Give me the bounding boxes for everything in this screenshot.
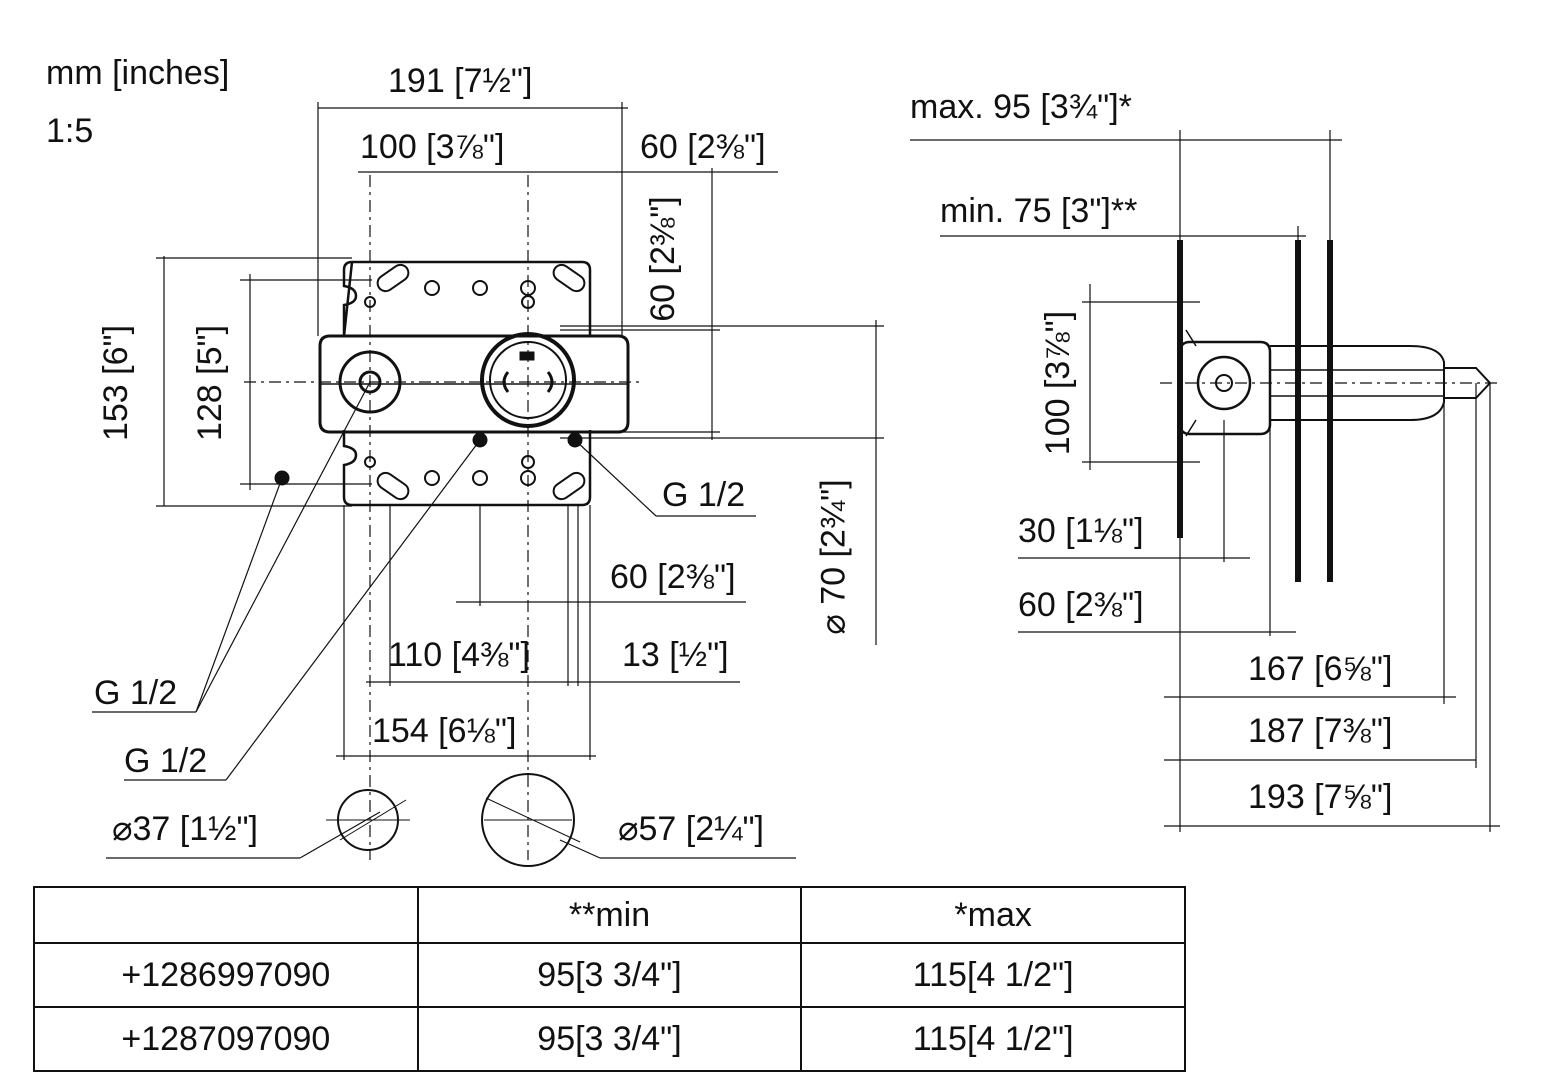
dim-side-167: 167 [6⅝"] — [1248, 650, 1393, 688]
dim-side-60-in: 2⅜" — [1074, 586, 1135, 624]
dim-side-30-in: 1⅛" — [1074, 512, 1135, 550]
dim-side-193-in: 7⅝" — [1323, 778, 1383, 816]
dim-154-mm: 154 — [372, 712, 429, 750]
dim-191: 191 [7½"] — [388, 62, 533, 100]
dim-side-187-mm: 187 — [1248, 712, 1305, 750]
dim-side-187: 187 [7⅜"] — [1248, 712, 1393, 750]
dim-60-vertical: 60 [2⅜"] — [643, 196, 682, 322]
dim-110-in: 4⅜" — [461, 636, 521, 674]
mounting-plate — [342, 260, 592, 507]
table-cell-max: 115[4 1/2"] — [800, 942, 1186, 1008]
table-cell-article: +1287097090 — [33, 1006, 419, 1072]
table-header-cell: **min — [416, 886, 803, 944]
scale-label: 1:5 — [46, 112, 94, 150]
table-cell-min: 95[3 3/4"] — [416, 942, 803, 1008]
dim-side-100-mm: 100 — [1039, 398, 1078, 456]
dim-side-100: 100 [3⅞"] — [1039, 310, 1078, 456]
table-cell-article: +1286997090 — [33, 942, 419, 1008]
table-row: +1286997090 95[3 3/4"] 115[4 1/2"] — [33, 942, 1186, 1008]
dim-60-bottom-mm: 60 — [610, 558, 648, 596]
table-header-cell — [33, 886, 419, 944]
dim-57-diameter: ⌀57 [2¼"] — [618, 810, 764, 848]
dim-13-mm: 13 — [622, 636, 660, 674]
dim-70-in: 2¾" — [814, 488, 853, 549]
dim-side-193: 193 [7⅝"] — [1248, 778, 1393, 816]
front-view — [92, 102, 884, 867]
table-row: +1287097090 95[3 3/4"] 115[4 1/2"] — [33, 1006, 1186, 1072]
dim-128: 128 [5"] — [191, 324, 230, 442]
dim-100-in: 3⅞" — [435, 128, 495, 166]
dim-100: 100 [3⅞"] — [360, 128, 505, 166]
dim-70-diameter: ⌀ 70 [2¾"] — [814, 479, 853, 635]
dim-min-75-in: 3" — [1070, 192, 1102, 230]
dim-154: 154 [6⅛"] — [372, 712, 517, 750]
dim-110-mm: 110 — [388, 636, 443, 674]
dim-13: 13 [½"] — [622, 636, 729, 674]
dim-70-mm: ⌀ 70 — [814, 566, 853, 635]
dim-191-mm: 191 — [388, 62, 445, 100]
dim-max-95-prefix: max. 95 — [910, 88, 1031, 126]
dim-side-167-mm: 167 — [1248, 650, 1305, 688]
dim-128-mm: 128 — [191, 384, 230, 442]
dim-60-top: 60 [2⅜"] — [640, 128, 766, 166]
dim-57-mm: ⌀57 — [618, 810, 677, 848]
dim-side-30: 30 [1⅛"] — [1018, 512, 1144, 550]
dim-37-in: 1½" — [189, 810, 249, 848]
dim-side-30-mm: 30 — [1018, 512, 1056, 550]
dim-min-75-prefix: min. 75 — [940, 192, 1052, 230]
dim-side-187-in: 7⅜" — [1323, 712, 1383, 750]
dim-37-diameter: ⌀37 [1½"] — [112, 810, 258, 848]
dim-max-95-in: 3¾" — [1049, 88, 1110, 126]
dim-191-in: 7½" — [463, 62, 523, 100]
dim-154-in: 6⅛" — [447, 712, 507, 750]
table-cell-max: 115[4 1/2"] — [800, 1006, 1186, 1072]
dim-60-bottom: 60 [2⅜"] — [610, 558, 736, 596]
dim-13-in: ½" — [678, 636, 720, 674]
side-view — [910, 130, 1500, 832]
dim-60-vertical-in: 2⅜" — [643, 205, 682, 266]
connection-label-lower: G 1/2 — [124, 742, 208, 780]
dim-side-60-mm: 60 — [1018, 586, 1056, 624]
dim-128-in: 5" — [191, 334, 230, 366]
dim-57-in: 2¼" — [695, 810, 755, 848]
side-body — [1178, 340, 1272, 436]
dim-60-top-in: 2⅜" — [696, 128, 757, 166]
dim-side-193-mm: 193 — [1248, 778, 1305, 816]
units-label: mm [inches] — [46, 54, 230, 92]
dim-max-95: max. 95 [3¾"]* — [910, 88, 1132, 126]
dim-max-95-suffix: * — [1118, 88, 1132, 126]
connection-label-left: G 1/2 — [94, 674, 178, 712]
table-header-row: **min *max — [33, 886, 1186, 944]
dim-153: 153 [6"] — [97, 324, 136, 442]
connection-label-right: G 1/2 — [662, 476, 746, 514]
dim-37-mm: ⌀37 — [112, 810, 171, 848]
dim-side-100-in: 3⅞" — [1039, 320, 1078, 380]
dim-min-75: min. 75 [3"]** — [940, 192, 1138, 230]
table-cell-min: 95[3 3/4"] — [416, 1006, 803, 1072]
dim-110: 110 [4⅜"] — [388, 636, 530, 674]
dim-153-in: 6" — [97, 334, 136, 366]
dim-60-bottom-in: 2⅜" — [666, 558, 727, 596]
dim-min-75-suffix: ** — [1110, 192, 1138, 230]
dim-60-top-mm: 60 — [640, 128, 678, 166]
dim-side-60: 60 [2⅜"] — [1018, 586, 1144, 624]
dim-100-mm: 100 — [360, 128, 417, 166]
dim-side-167-in: 6⅝" — [1323, 650, 1383, 688]
dim-60-vertical-mm: 60 — [643, 283, 682, 322]
dim-153-mm: 153 — [97, 384, 136, 442]
table-header-cell: *max — [800, 886, 1186, 944]
spec-table: **min *max +1286997090 95[3 3/4"] 115[4 … — [33, 886, 1186, 1072]
